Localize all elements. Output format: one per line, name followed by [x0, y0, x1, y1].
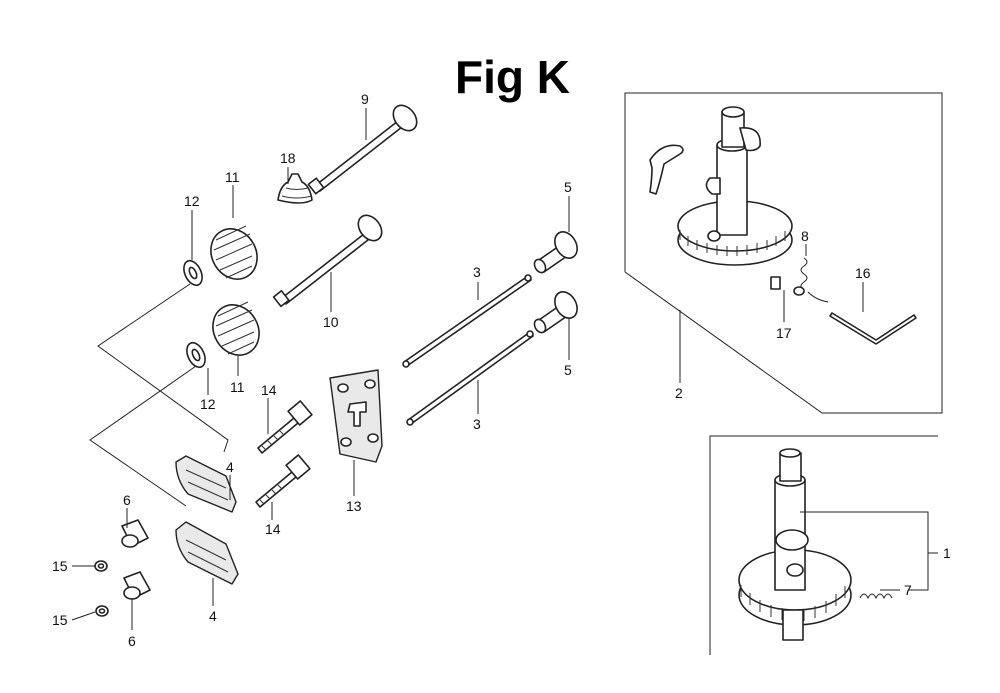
callout-15-lower: 15 — [52, 612, 68, 628]
camshaft-1 — [738, 448, 852, 641]
pivot-6-upper — [121, 519, 149, 548]
push-rod-3-upper — [402, 274, 532, 368]
nut-15-lower — [95, 605, 109, 617]
callout-11-lower: 11 — [230, 379, 245, 395]
nut-15-upper — [94, 560, 108, 572]
tappet-5-lower — [533, 291, 578, 334]
callout-14-upper: 14 — [261, 382, 277, 398]
callout-6-lower: 6 — [128, 633, 136, 649]
callout-5-lower: 5 — [564, 362, 572, 378]
assembly-2-frame — [624, 92, 943, 414]
retainer-12-upper — [183, 259, 203, 287]
rocker-arm-4-upper — [175, 455, 237, 513]
callout-1: 1 — [943, 545, 951, 561]
callout-labels: 9 18 11 12 10 11 12 14 14 4 4 6 6 15 15 … — [52, 91, 951, 649]
rocker-arm-4-lower — [175, 521, 239, 585]
callout-2: 2 — [675, 385, 683, 401]
bolt-14-lower — [255, 454, 311, 508]
push-rod-3-lower — [406, 330, 534, 426]
valve-10 — [272, 214, 383, 308]
decompressor-weight — [649, 144, 684, 195]
callout-18: 18 — [280, 150, 296, 166]
callout-4-upper: 4 — [226, 459, 234, 475]
leader-lines — [71, 108, 938, 630]
rod-16 — [829, 312, 917, 345]
assembly-1-frame — [709, 435, 938, 655]
spring-8 — [793, 257, 829, 303]
retainer-12-lower — [186, 341, 206, 369]
callout-9: 9 — [361, 91, 369, 107]
valve-seal-18 — [277, 173, 313, 204]
guide-plate-13 — [329, 369, 383, 463]
callout-7: 7 — [904, 582, 912, 598]
callout-14-lower: 14 — [265, 521, 281, 537]
callout-12-upper: 12 — [184, 193, 200, 209]
callout-3-lower: 3 — [473, 416, 481, 432]
tappet-5-upper — [533, 231, 578, 274]
valve-spring-11-lower — [212, 301, 260, 356]
callout-17: 17 — [776, 325, 792, 341]
callout-8: 8 — [801, 228, 809, 244]
spring-7 — [859, 593, 893, 600]
callout-15-upper: 15 — [52, 558, 68, 574]
figure-title: Fig K — [455, 51, 570, 103]
callout-12-lower: 12 — [200, 396, 216, 412]
valve-spring-11-upper — [210, 225, 258, 280]
valve-9 — [307, 104, 418, 195]
camshaft-assembly-2 — [677, 106, 793, 266]
callout-11-upper: 11 — [225, 169, 240, 185]
pivot-6-lower — [123, 571, 151, 600]
callout-10: 10 — [323, 314, 339, 330]
callout-3-upper: 3 — [473, 264, 481, 280]
callout-6-upper: 6 — [123, 492, 131, 508]
callout-13: 13 — [346, 498, 362, 514]
bolt-14-upper — [257, 400, 313, 454]
pin-17 — [770, 276, 781, 290]
callout-4-lower: 4 — [209, 608, 217, 624]
callout-5-upper: 5 — [564, 179, 572, 195]
reference-lines — [89, 283, 229, 507]
callout-16: 16 — [855, 265, 871, 281]
